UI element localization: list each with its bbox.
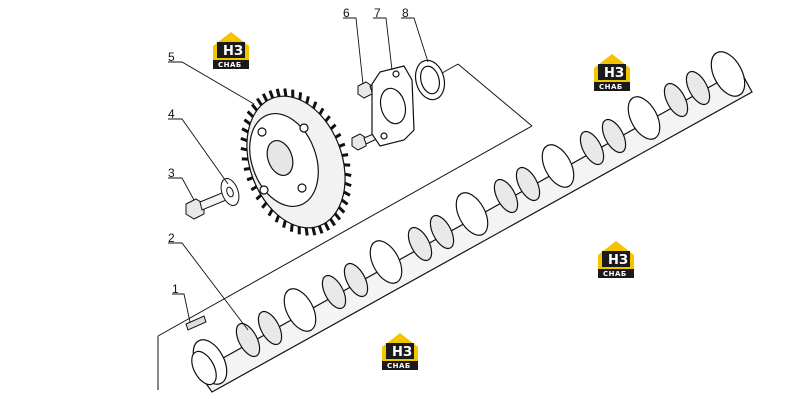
gear-tooth: [338, 142, 346, 148]
svg-text:СНАБ: СНАБ: [599, 83, 623, 91]
gear-tooth: [324, 115, 331, 123]
svg-text:СНАБ: СНАБ: [387, 362, 411, 370]
gear-tooth: [241, 127, 249, 134]
gear-tooth: [344, 172, 352, 177]
gear-tooth: [243, 118, 252, 126]
gear-tooth: [343, 190, 351, 197]
svg-text:НЗ: НЗ: [604, 66, 624, 81]
washer-part: [220, 178, 240, 206]
gear-tooth: [250, 103, 259, 112]
gear-tooth: [243, 167, 251, 171]
watermark-logo: НЗ СНАБ: [382, 333, 418, 370]
gear-tooth: [250, 185, 258, 192]
gear-tooth: [289, 224, 294, 232]
svg-text:НЗ: НЗ: [608, 253, 628, 268]
leader-lines: [168, 17, 429, 331]
gear-tooth: [304, 227, 309, 236]
gear-teeth: [240, 88, 352, 236]
gear-tooth: [311, 101, 318, 109]
gear-tooth: [311, 227, 317, 236]
gear-tooth: [261, 201, 268, 209]
svg-text:СНАБ: СНАБ: [218, 61, 242, 69]
gear-tooth: [318, 107, 325, 115]
svg-text:НЗ: НЗ: [392, 345, 412, 360]
callout-3: 3: [168, 166, 175, 180]
gear-tooth: [305, 96, 310, 104]
camshaft: [191, 51, 753, 393]
watermark-logo: НЗ СНАБ: [598, 241, 634, 278]
gear-tooth: [333, 212, 342, 221]
gear-tooth: [246, 110, 255, 118]
callout-1: 1: [172, 282, 179, 296]
gear-tooth: [341, 153, 349, 157]
gear-tooth: [337, 206, 346, 214]
thrust-plate-part: [371, 65, 415, 147]
gear-tooth: [240, 147, 248, 152]
callout-2: 2: [168, 231, 175, 245]
gear-tooth: [317, 225, 324, 234]
gear-tooth: [282, 220, 287, 228]
ring-part: [414, 59, 446, 101]
callout-labels: 1 2 3 4 5 6 7 8: [168, 6, 409, 296]
gear-tooth: [329, 218, 336, 227]
key-part: [185, 315, 207, 331]
svg-text:СНАБ: СНАБ: [603, 270, 627, 278]
gear-tooth: [261, 93, 269, 102]
gear-tooth: [340, 198, 349, 206]
watermark-logo: НЗ СНАБ: [594, 54, 630, 91]
gear-tooth: [298, 92, 303, 100]
gear-tooth: [283, 88, 288, 97]
callout-4: 4: [168, 107, 175, 121]
callout-5: 5: [168, 50, 175, 64]
callout-7: 7: [374, 6, 381, 20]
gear-tooth: [246, 176, 254, 182]
watermark-logo: НЗ СНАБ: [213, 32, 249, 69]
gear-tooth: [267, 209, 274, 217]
gear-tooth: [274, 215, 281, 223]
gear-tooth: [240, 136, 248, 143]
gear-tooth: [255, 193, 263, 201]
gear-tooth: [329, 123, 337, 131]
gear-tooth: [256, 97, 263, 106]
gear-tooth: [334, 132, 342, 139]
gear-tooth: [323, 222, 331, 231]
svg-text:НЗ: НЗ: [223, 44, 243, 59]
gear-tooth: [344, 181, 352, 188]
callout-6: 6: [343, 6, 350, 20]
gear-part: [240, 88, 352, 236]
gear-tooth: [268, 90, 275, 99]
gear-tooth: [275, 88, 281, 97]
callout-8: 8: [402, 6, 409, 20]
